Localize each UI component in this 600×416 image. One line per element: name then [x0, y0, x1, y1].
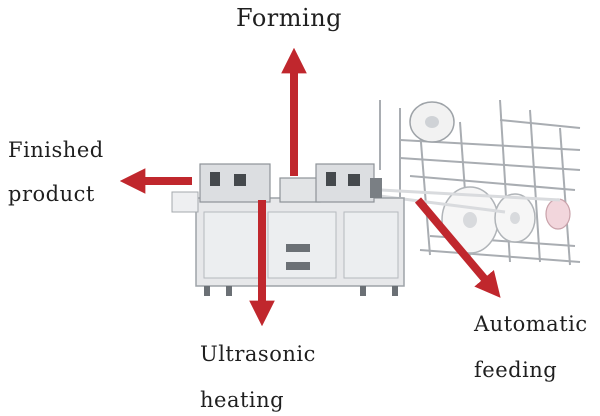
label-ultrasonic-heating-line2: heating	[200, 388, 285, 412]
label-automatic-feeding-line2: feeding	[474, 358, 558, 382]
arrow-automatic-feeding	[414, 197, 501, 298]
label-forming: Forming	[236, 4, 343, 32]
label-ultrasonic-heating-line1: Ultrasonic	[200, 342, 316, 366]
mask-machine-illustration	[171, 99, 581, 296]
label-finished-product-line2: product	[8, 182, 95, 206]
label-finished-product-line1: Finished	[8, 138, 104, 162]
label-automatic-feeding-line1: Automatic	[474, 312, 588, 336]
